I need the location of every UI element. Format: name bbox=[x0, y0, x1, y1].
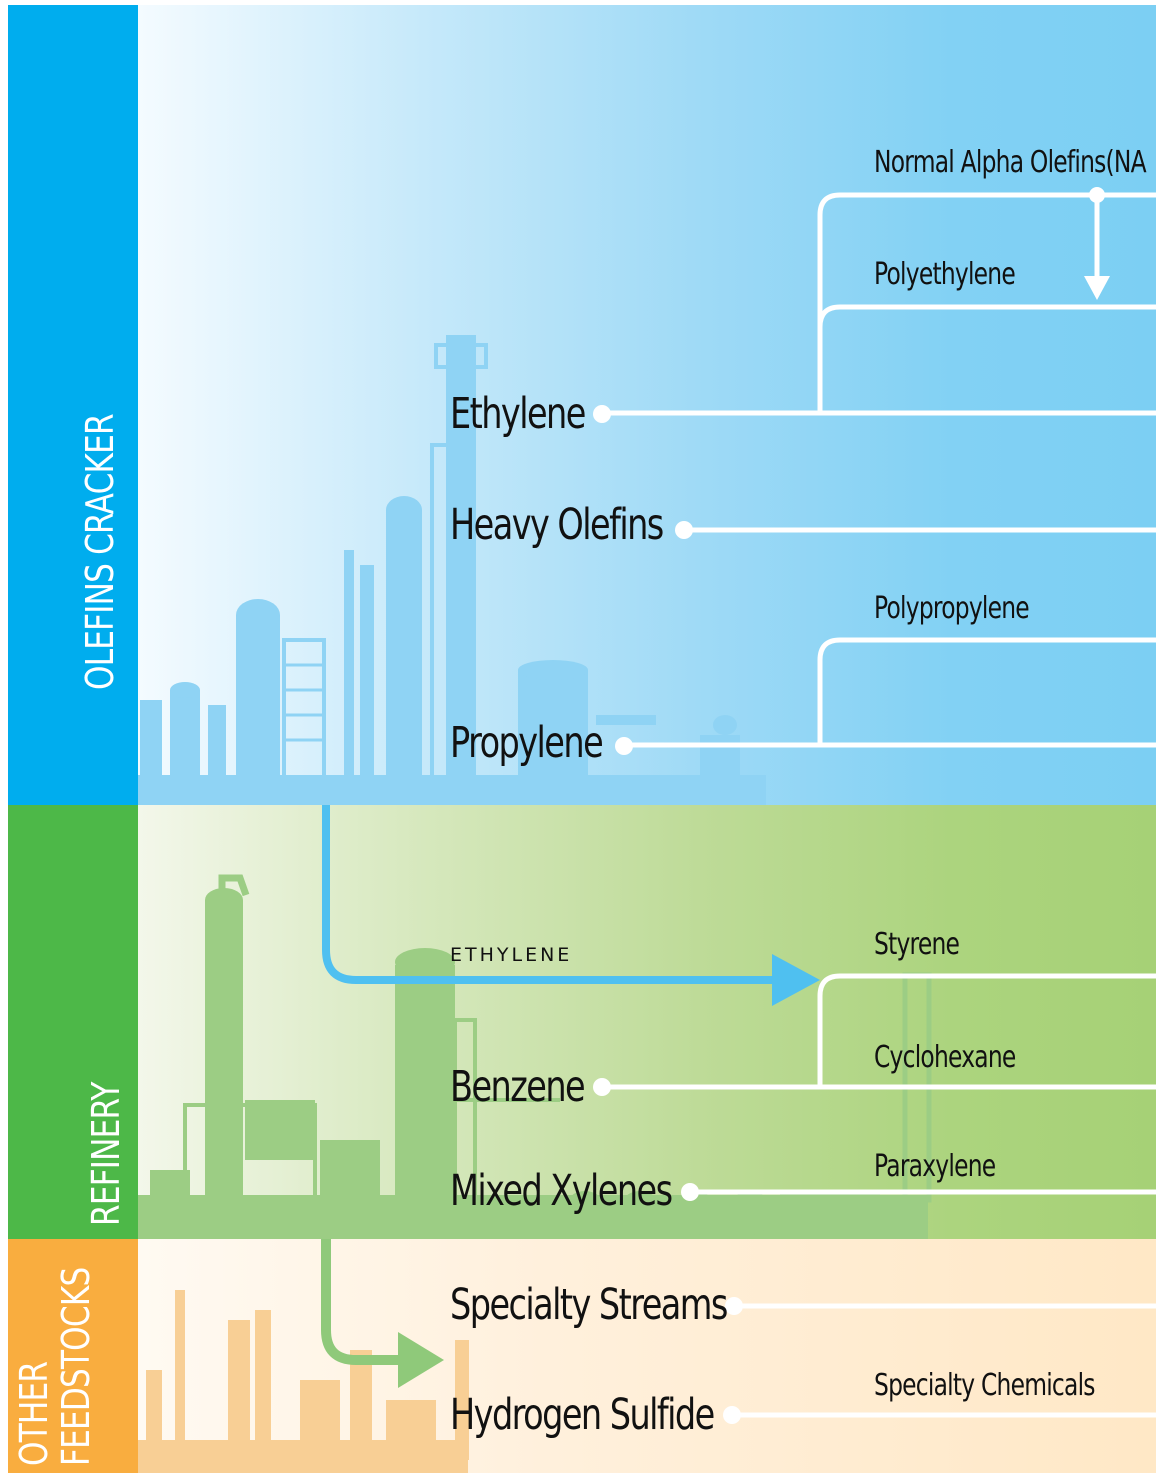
feedstock-transfer-arrow bbox=[321, 1239, 444, 1388]
nao-branch-node bbox=[1089, 187, 1105, 203]
hydrogen-sulfide-node bbox=[723, 1406, 741, 1424]
other-feedstocks-label-line1: OTHER bbox=[12, 1361, 56, 1466]
other-feedstocks-sidebar bbox=[8, 1239, 138, 1473]
specialty-streams-node bbox=[725, 1297, 743, 1315]
styrene-label: Styrene bbox=[874, 927, 960, 962]
cyclohexane-label: Cyclohexane bbox=[874, 1040, 1016, 1075]
specialty-streams-label: Specialty Streams bbox=[450, 1280, 728, 1330]
nao-label: Normal Alpha Olefins(NA bbox=[874, 145, 1147, 180]
other-feedstocks-silhouette bbox=[138, 1290, 469, 1473]
hydrogen-sulfide-label: Hydrogen Sulfide bbox=[450, 1390, 715, 1440]
olefins-plant-silhouette bbox=[138, 335, 766, 805]
olefins-cracker-band bbox=[138, 5, 1156, 805]
olefins-cracker-label: OLEFINS CRACKER bbox=[78, 414, 122, 690]
benzene-node bbox=[593, 1078, 611, 1096]
heavy-olefins-node bbox=[675, 521, 693, 539]
ethylene-label: Ethylene bbox=[450, 389, 586, 439]
ethylene-transfer-arrow bbox=[322, 805, 820, 1006]
node-dots bbox=[593, 187, 1105, 1424]
mixed-xylenes-label: Mixed Xylenes bbox=[450, 1166, 673, 1216]
polypropylene-label: Polypropylene bbox=[874, 591, 1030, 626]
other-feedstocks-label-line2: FEEDSTOCKS bbox=[54, 1267, 98, 1466]
propylene-node bbox=[615, 737, 633, 755]
propylene-label: Propylene bbox=[450, 718, 604, 768]
olefins-cracker-sidebar bbox=[8, 5, 138, 805]
ethylene-transfer-label: ETHYLENE bbox=[450, 944, 573, 966]
paraxylene-label: Paraxylene bbox=[874, 1149, 996, 1184]
specialty-chemicals-label: Specialty Chemicals bbox=[874, 1368, 1095, 1403]
refinery-band bbox=[138, 805, 1156, 1239]
comonomer-arrow-head bbox=[1084, 276, 1110, 300]
refinery-label: REFINERY bbox=[84, 1082, 128, 1226]
mixed-xylenes-node bbox=[681, 1183, 699, 1201]
connector-lines bbox=[602, 192, 1156, 1418]
heavy-olefins-label: Heavy Olefins bbox=[450, 500, 664, 550]
refinery-sidebar bbox=[8, 805, 138, 1239]
ethylene-node bbox=[593, 405, 611, 423]
benzene-label: Benzene bbox=[450, 1062, 586, 1112]
polyethylene-label: Polyethylene bbox=[874, 257, 1016, 292]
